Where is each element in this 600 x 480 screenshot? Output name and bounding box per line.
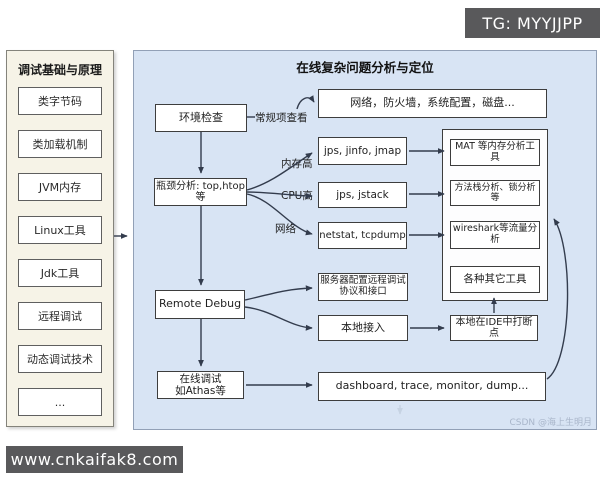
csdn-watermark: CSDN @海上生明月 — [509, 418, 592, 428]
edge-label-cpu-high: CPU高 — [281, 190, 313, 202]
sidebar-item-remote-debug: 远程调试 — [18, 302, 102, 330]
sidebar-item-more: ... — [18, 388, 102, 416]
sidebar-item-bytecode: 类字节码 — [18, 87, 102, 115]
node-wireshark-traffic: wireshark等流量分析 — [450, 221, 540, 249]
node-jps-jinfo-jmap: jps, jinfo, jmap — [318, 137, 407, 165]
node-online-debug: 在线调试 如Athas等 — [157, 371, 244, 399]
node-remote-debug: Remote Debug — [155, 290, 245, 319]
node-jps-jstack: jps, jstack — [318, 182, 407, 208]
sidebar-item-linux-tools: Linux工具 — [18, 216, 102, 244]
node-stack-lock-analysis: 方法栈分析、锁分析等 — [450, 180, 540, 206]
node-other-tools: 各种其它工具 — [450, 266, 540, 293]
edge-label-common-check: 常规项查看 — [255, 112, 308, 124]
sidebar-debug-basics: 调试基础与原理 类字节码 类加载机制 JVM内存 Linux工具 Jdk工具 远… — [6, 50, 114, 427]
sidebar-item-jvm-memory: JVM内存 — [18, 173, 102, 201]
node-bottleneck-analysis: 瓶颈分析: top,htop等 — [154, 178, 247, 206]
sidebar-item-dynamic-debug: 动态调试技术 — [18, 345, 102, 373]
website-url-badge: www.cnkaifak8.com — [6, 446, 183, 473]
sidebar-item-list: 类字节码 类加载机制 JVM内存 Linux工具 Jdk工具 远程调试 动态调试… — [7, 87, 113, 416]
edge-label-memory-high: 内存高 — [281, 158, 313, 170]
sidebar-title: 调试基础与原理 — [17, 63, 102, 77]
node-ide-breakpoint: 本地在IDE中打断点 — [450, 315, 538, 341]
node-network-firewall: 网络，防火墙，系统配置，磁盘... — [318, 89, 547, 118]
node-netstat-tcpdump: netstat, tcpdump — [318, 222, 407, 249]
node-env-check: 环境检查 — [155, 104, 247, 132]
node-mat-memory-tools: MAT 等内存分析工具 — [450, 139, 540, 166]
telegram-contact-badge: TG: MYYJJPP — [465, 8, 600, 38]
diagram-title: 在线复杂问题分析与定位 — [296, 60, 434, 75]
node-server-remote-config: 服务器配置远程调试 协议和接口 — [318, 273, 408, 301]
sidebar-item-jdk-tools: Jdk工具 — [18, 259, 102, 287]
node-dashboard-commands: dashboard, trace, monitor, dump... — [318, 372, 546, 401]
node-local-access: 本地接入 — [318, 315, 408, 341]
edge-label-network: 网络 — [275, 223, 296, 235]
sidebar-item-classloading: 类加载机制 — [18, 130, 102, 158]
